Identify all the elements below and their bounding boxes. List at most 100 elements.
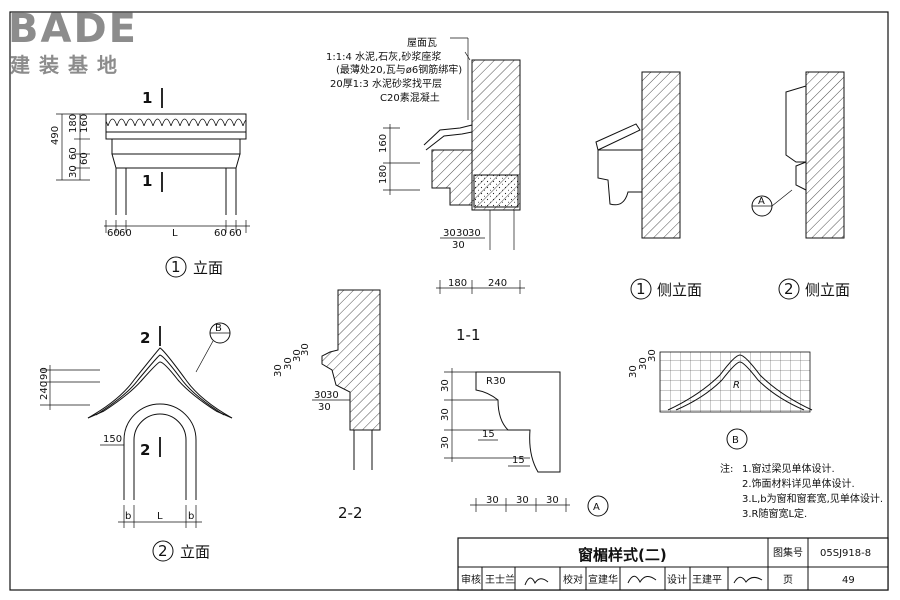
detail-B-label: B	[732, 435, 739, 446]
caption-1-number: 1	[171, 258, 181, 276]
section-marker-1-bottom: 1	[142, 172, 152, 190]
detail-A-radius: R30	[486, 376, 506, 387]
section-1-1: 屋面瓦 1:1:4 水泥,石灰,砂浆座浆 (最薄处20,瓦与ø6钢筋绑牢) 20…	[326, 37, 525, 344]
dim-A-v2: 30	[440, 408, 451, 421]
page-label: 页	[783, 574, 793, 586]
dim-2-2-5: 30	[314, 390, 327, 401]
dim-490: 490	[50, 126, 61, 145]
dim-2-2-4: 30	[300, 343, 311, 356]
drawing-title: 窗楣样式(二)	[578, 546, 667, 564]
dim-A-s2: 15	[512, 455, 525, 466]
dim-h-L: L	[172, 228, 178, 239]
dim-L: L	[157, 511, 163, 522]
side-elevation-2: A 2 侧立面	[751, 71, 850, 300]
note-2: 2.饰面材料详见单体设计.	[742, 477, 855, 490]
dim-2-2-3: 30	[292, 349, 303, 362]
dim-2-2-1: 30	[273, 364, 284, 377]
dim-h-60b: 60	[119, 228, 132, 239]
section-2-2-title: 2-2	[338, 504, 363, 522]
dim-30: 30	[68, 165, 79, 178]
elevation-2: 2 2 B 240 90 150 b L b 2 立面	[39, 322, 233, 562]
page-number: 49	[842, 575, 855, 586]
caption-1-label: 立面	[193, 259, 223, 277]
section-2-2: 30 30 30 30 30 30 30 2-2	[273, 289, 381, 522]
callout-B-marker: B	[215, 323, 222, 334]
notes: 注: 1.窗过梁见单体设计. 2.饰面材料详见单体设计. 3.L,b为窗和窗套宽…	[720, 462, 883, 520]
review-label: 审核	[461, 573, 481, 586]
signature-designer	[733, 576, 763, 584]
dim-A-h1: 30	[486, 495, 499, 506]
caption-side-2-number: 2	[784, 280, 794, 298]
concrete-lintel	[473, 174, 519, 208]
sheet-border	[9, 11, 889, 591]
caption-2-label: 立面	[180, 543, 210, 561]
caption-2-number: 2	[158, 542, 168, 560]
detail-A: R30 30 30 30 15 15 30 30 30 A	[440, 368, 609, 517]
detail-B-radius: R	[733, 380, 740, 391]
dim-160: 160	[79, 114, 90, 133]
dim-240: 240	[39, 381, 50, 400]
dim-h-60a: 60	[107, 228, 120, 239]
layer-3: (最薄处20,瓦与ø6钢筋绑牢)	[336, 63, 462, 76]
dim-1-1-s2: 30	[456, 228, 469, 239]
detail-B: R 30 30 30 B	[628, 349, 813, 450]
dim-1-1-180: 180	[378, 165, 389, 184]
callout-A-marker: A	[758, 196, 765, 207]
dim-2-2-2: 30	[283, 357, 294, 370]
dim-2-2-6: 30	[326, 390, 339, 401]
section-1-1-title: 1-1	[456, 326, 481, 344]
logo-brand: BADE	[8, 6, 138, 52]
check-label: 校对	[563, 573, 583, 586]
dim-A-s1: 15	[482, 429, 495, 440]
checker: 宣建华	[588, 573, 618, 586]
designer: 王建平	[692, 573, 722, 586]
section-marker-2-bottom: 2	[140, 441, 150, 459]
signature-checker	[627, 575, 657, 584]
logo-subtitle: 建装基地	[10, 53, 126, 77]
dim-B-2: 30	[638, 357, 649, 370]
signature-reviewer	[524, 577, 549, 586]
detail-A-label: A	[593, 502, 600, 513]
elevation-1: 1 1 490 180 160 30 60 60 60	[50, 88, 250, 278]
notes-title: 注:	[720, 462, 733, 475]
section-marker-1-top: 1	[142, 89, 152, 107]
wall-section-2-2	[321, 289, 381, 431]
reviewer: 王士兰	[485, 573, 515, 586]
side-elevation-1: 1 侧立面	[595, 71, 702, 300]
dim-A-v1: 30	[440, 379, 451, 392]
layer-1: 屋面瓦	[407, 37, 437, 49]
caption-side-1-number: 1	[636, 280, 646, 298]
dim-b-left: b	[125, 511, 131, 522]
note-1: 1.窗过梁见单体设计.	[742, 462, 835, 475]
roof-tiles	[105, 113, 247, 133]
dim-B-1: 30	[628, 365, 639, 378]
dim-180: 180	[68, 114, 79, 133]
design-label: 设计	[667, 573, 687, 586]
dim-1-1-240w: 240	[488, 278, 507, 289]
dim-h-60d: 60	[229, 228, 242, 239]
dim-B-3: 30	[647, 349, 658, 362]
caption-side-1-label: 侧立面	[657, 281, 702, 299]
dim-h-60c: 60	[214, 228, 227, 239]
dim-A-h2: 30	[516, 495, 529, 506]
dim-2-2-7: 30	[318, 402, 331, 413]
note-3: 3.L,b为窗和窗套宽,见单体设计.	[742, 492, 883, 505]
layer-2: 1:1:4 水泥,石灰,砂浆座浆	[326, 50, 441, 63]
title-block: 窗楣样式(二) 图集号 05SJ918-8 审核 王士兰 校对 宣建华 设计 王…	[457, 537, 889, 591]
dim-1-1-160: 160	[378, 134, 389, 153]
dim-60a: 60	[68, 147, 79, 160]
note-4: 3.R随窗宽L定.	[742, 507, 807, 520]
dim-b-right: b	[188, 511, 194, 522]
section-marker-2-top: 2	[140, 329, 150, 347]
dim-1-1-s4: 30	[452, 240, 465, 251]
dim-1-1-180w: 180	[448, 278, 467, 289]
atlas-label: 图集号	[773, 546, 803, 559]
dim-1-1-s3: 30	[468, 228, 481, 239]
atlas-number: 05SJ918-8	[820, 548, 871, 559]
dim-1-1-s1: 30	[443, 228, 456, 239]
logo: BADE 建装基地	[8, 6, 138, 77]
dim-A-v3: 30	[440, 436, 451, 449]
dim-60b: 60	[79, 152, 90, 165]
dim-A-h3: 30	[546, 495, 559, 506]
